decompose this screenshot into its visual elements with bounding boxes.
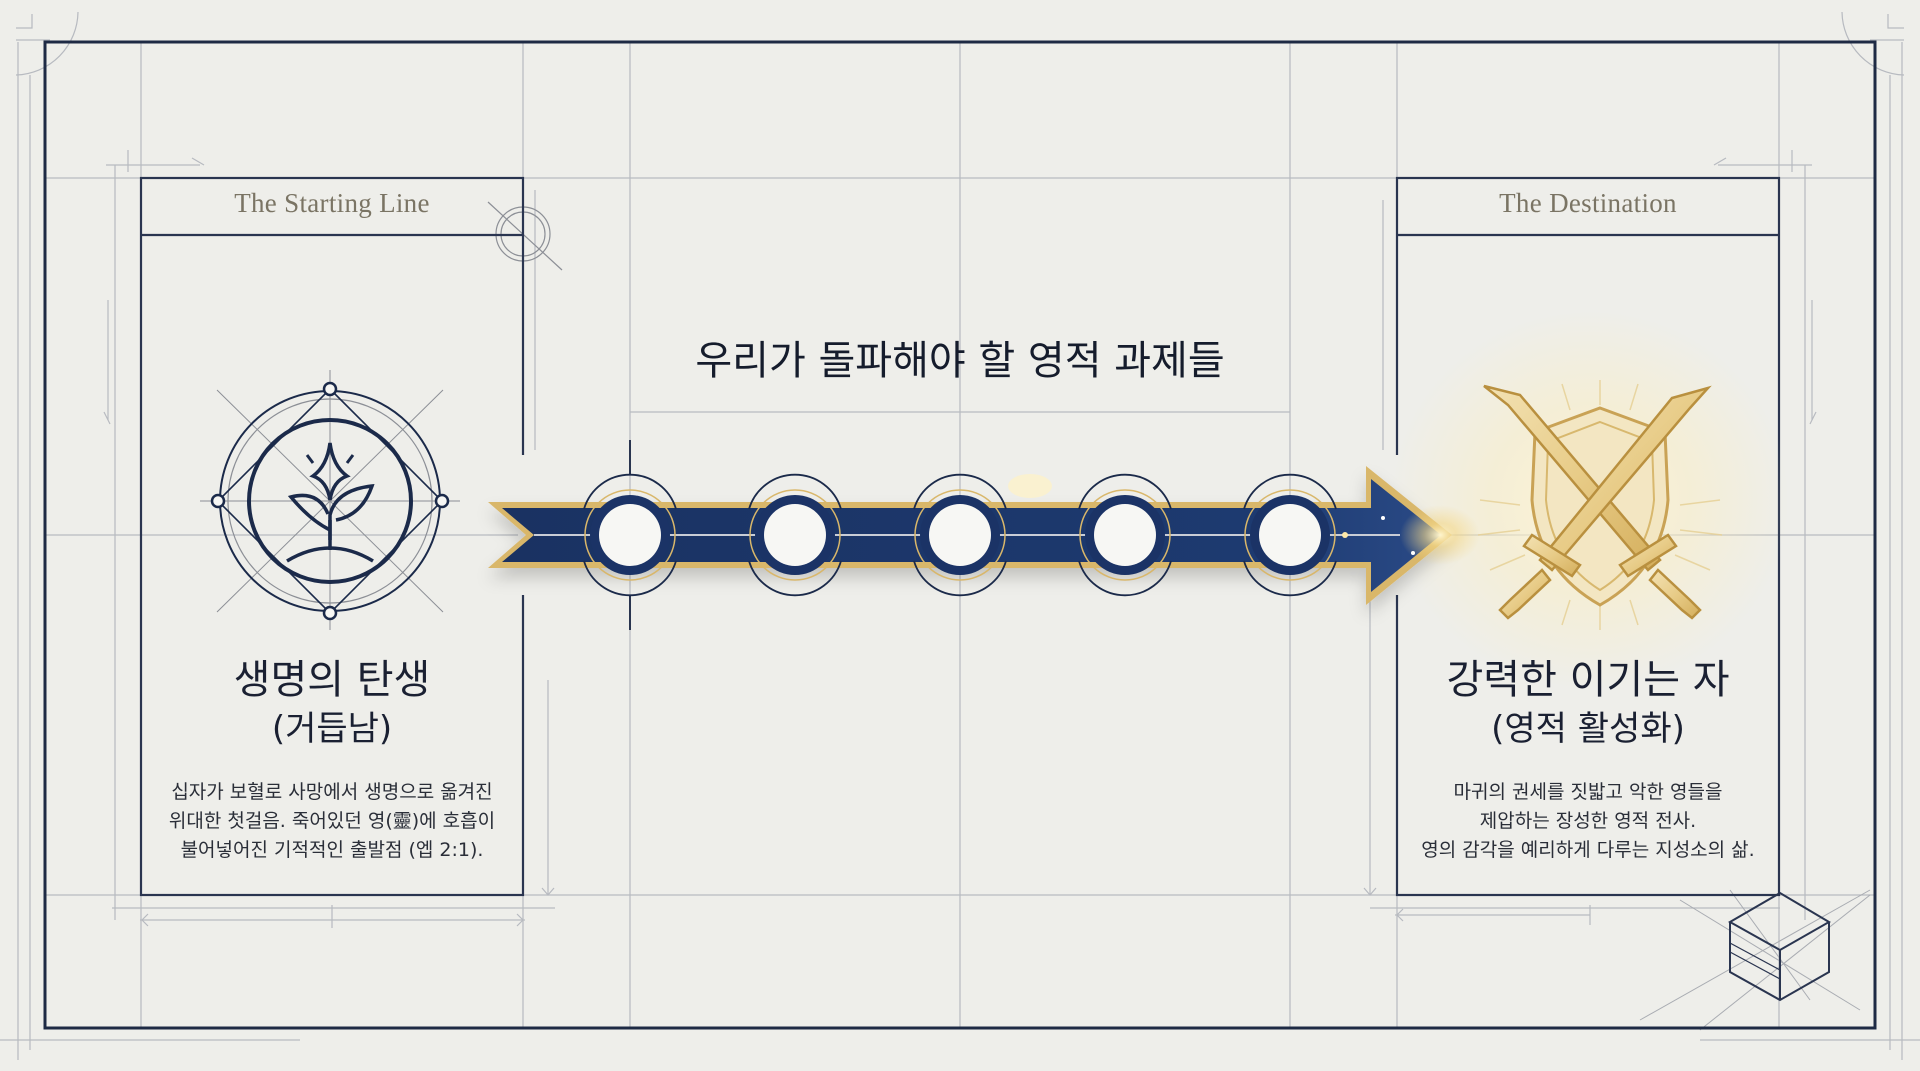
start-body-line-1: 십자가 보혈로 사망에서 생명으로 옮겨진 (171, 781, 493, 803)
end-panel-body: 마귀의 권세를 짓밟고 악한 영들을 제압하는 장성한 영적 전사. 영의 감각… (1397, 778, 1779, 865)
milestone-node-5 (1243, 473, 1337, 597)
isometric-cube-icon (1727, 891, 1831, 1002)
center-title: 우리가 돌파해야 할 영적 과제들 (695, 338, 1225, 384)
end-body-line-3: 영의 감각을 예리하게 다루는 지성소의 삶. (1421, 839, 1755, 861)
end-panel-header: The Destination (1499, 188, 1677, 218)
start-body-line-3: 불어넣어진 기적적인 출발점 (엡 2:1). (180, 839, 484, 861)
start-panel-body: 십자가 보혈로 사망에서 생명으로 옮겨진 위대한 첫걸음. 죽어있던 영(靈)… (141, 778, 523, 865)
end-body-line-2: 제압하는 장성한 영적 전사. (1479, 810, 1697, 832)
milestone-node-1 (583, 473, 677, 597)
start-panel-header: The Starting Line (234, 188, 430, 218)
end-panel-title: 강력한 이기는 자 (1446, 657, 1730, 703)
start-panel-subtitle: (거듭남) (271, 709, 393, 749)
end-body-line-1: 마귀의 권세를 짓밟고 악한 영들을 (1453, 781, 1723, 803)
start-body-line-2: 위대한 첫걸음. 죽어있던 영(靈)에 호흡이 (168, 810, 496, 832)
start-panel-title: 생명의 탄생 (233, 657, 431, 703)
end-panel-subtitle: (영적 활성화) (1491, 709, 1685, 749)
milestone-node-3 (913, 473, 1007, 597)
milestone-node-2 (748, 473, 842, 597)
milestone-node-4 (1078, 473, 1172, 597)
